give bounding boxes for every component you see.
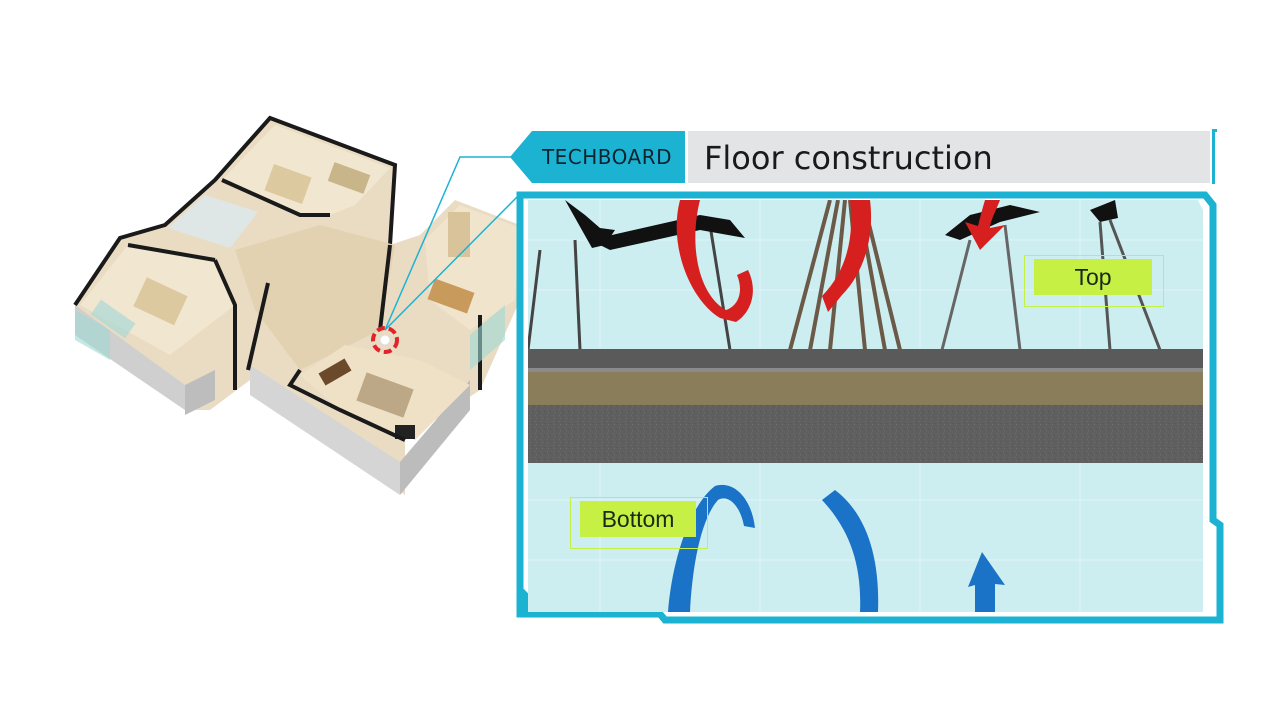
page-title: Floor construction — [704, 139, 993, 177]
floor-plan-outer-wall — [73, 115, 398, 307]
floor-plan-hallway — [235, 225, 395, 370]
layer-base — [528, 405, 1203, 463]
label-bottom: Bottom — [580, 501, 696, 537]
panel-frame — [516, 191, 1224, 624]
floor-plan-bedroom-top — [222, 125, 390, 215]
floor-plan-bathroom — [168, 195, 258, 248]
airflow-arrow-top-icon — [676, 200, 1005, 322]
chair-left — [528, 200, 745, 351]
layer-core — [528, 372, 1203, 405]
callout-leader-line — [384, 156, 512, 331]
header-badge-shape — [510, 131, 685, 183]
header-end-tick — [1212, 129, 1217, 184]
header-badge-label: TECHBOARD — [541, 145, 673, 169]
header-title-bar — [688, 131, 1210, 183]
airflow-arrow-bottom-icon — [668, 484, 1005, 612]
layer-surface — [528, 349, 1203, 371]
label-top: Top — [1034, 259, 1152, 295]
location-marker-icon — [371, 326, 399, 354]
